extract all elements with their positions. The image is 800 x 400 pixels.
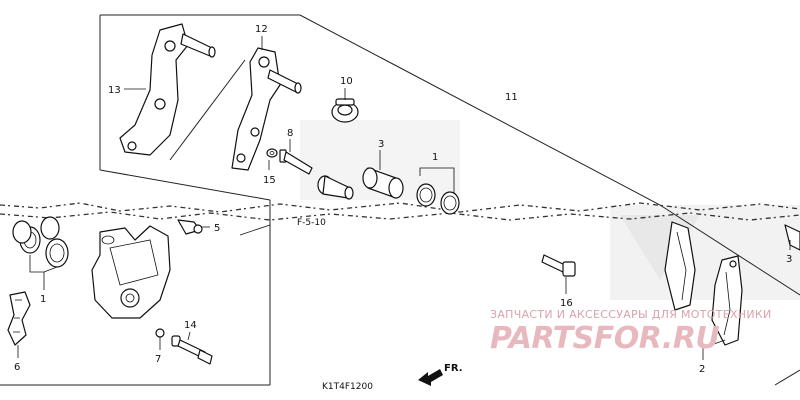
caliper-bracket-13 [119, 23, 216, 156]
diagram-code: K1T4F1200 [322, 382, 373, 392]
front-direction-arrow: FR. [418, 363, 463, 386]
callout-15: 15 [263, 175, 276, 186]
callout-3-top: 3 [378, 139, 384, 150]
callout-labels: 13 12 10 11 8 3 1 15 5 1 6 7 14 16 2 3 [14, 24, 792, 375]
pad-edge-right [784, 224, 800, 251]
washer-7 [155, 328, 165, 338]
watermark-logo: PARTSFOR.RU [490, 321, 719, 356]
callout-13: 13 [108, 85, 121, 96]
collar-3 [362, 167, 404, 199]
callout-2: 2 [699, 364, 705, 375]
watermark: ЗАПЧАСТИ И АКСЕССУАРЫ ДЛЯ МОТОТЕХНИКИ PA… [490, 308, 772, 356]
obscured-reference-code: F-5-10 [297, 218, 326, 228]
callout-8: 8 [287, 128, 293, 139]
bleeder-5 [177, 219, 203, 235]
callout-12: 12 [255, 24, 268, 35]
callout-16: 16 [560, 298, 573, 309]
brake-pad-2-inner [664, 221, 696, 311]
piston-seals-1-left [12, 216, 69, 268]
callout-10: 10 [340, 76, 353, 87]
piston-seals-1-right [416, 183, 460, 215]
callout-1-right: 1 [432, 152, 438, 163]
callout-1-left: 1 [40, 294, 46, 305]
callout-14: 14 [184, 320, 197, 331]
washer-15 [266, 148, 278, 158]
callout-6: 6 [14, 362, 20, 373]
callout-5: 5 [214, 223, 220, 234]
callout-11: 11 [505, 92, 518, 103]
boot-10 [331, 98, 359, 123]
callout-7: 7 [155, 354, 161, 365]
pad-pin-14 [171, 335, 213, 365]
callout-3-right: 3 [786, 254, 792, 265]
frame-lines [0, 14, 800, 386]
pad-spring-6 [7, 291, 31, 346]
direction-label: FR. [444, 363, 463, 374]
torn-band [0, 202, 800, 221]
leader-lines [17, 36, 791, 360]
brake-pad-2-outer [711, 255, 743, 346]
watermark-tagline: ЗАПЧАСТИ И АКСЕССУАРЫ ДЛЯ МОТОТЕХНИКИ [490, 308, 772, 321]
caliper-body [91, 225, 171, 319]
bolt-16 [541, 254, 576, 277]
sleeve [317, 175, 354, 200]
stipple-shading [300, 120, 800, 300]
caliper-bracket-12 [231, 47, 302, 171]
pin-bolt-8 [279, 149, 313, 175]
